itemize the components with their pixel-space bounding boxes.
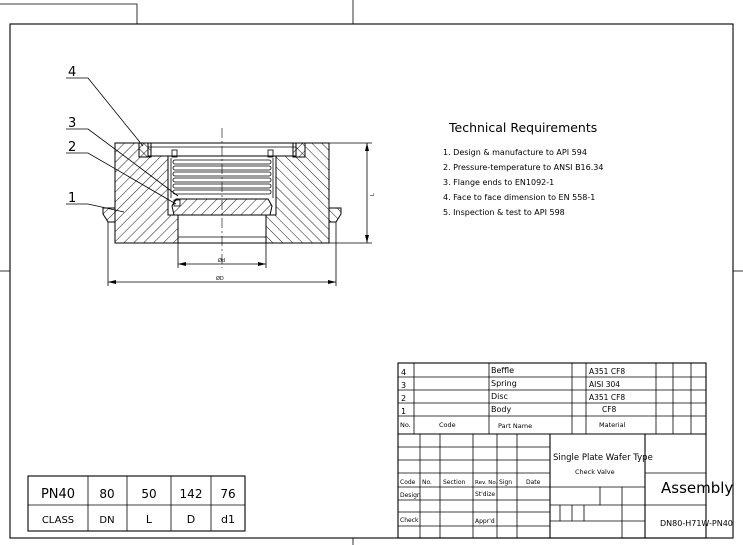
rev-header: No. <box>422 479 432 486</box>
spec-label: D <box>187 513 195 526</box>
drawing-number: DN80-H71W-PN40 <box>660 519 733 528</box>
product-name: Single Plate Wafer Type <box>553 453 653 463</box>
dim-d-label: Ød <box>218 257 225 264</box>
stdize-label: St'dize <box>475 491 495 498</box>
bom-header-material: Material <box>599 421 626 429</box>
apprd-label: Appr'd <box>475 518 495 525</box>
bom-material: CF8 <box>602 405 617 414</box>
disc-section <box>171 198 273 216</box>
product-subname: Check Valve <box>575 468 615 476</box>
title-block-grid <box>397 362 707 539</box>
dimension-lines <box>107 142 372 286</box>
bom-header-no: No. <box>400 421 411 429</box>
spec-table: PN40 80 50 142 76 CLASS DN L D d1 <box>41 487 236 526</box>
valve-section-view <box>66 77 372 286</box>
bom-no: 4 <box>401 368 406 377</box>
dimension-labels: L Ød ØD <box>216 193 376 282</box>
requirement-item: 3. Flange ends to EN1092-1 <box>443 178 554 187</box>
bom-part: Disc <box>491 392 508 401</box>
callout-4: 4 <box>68 65 76 80</box>
bom-no: 3 <box>401 381 406 390</box>
spec-value: 142 <box>180 487 203 501</box>
body-left-lip <box>102 207 116 223</box>
callout-3: 3 <box>68 116 76 131</box>
technical-requirements: Technical Requirements 1. Design & manuf… <box>443 120 603 217</box>
bom-no: 2 <box>401 394 406 403</box>
bill-of-materials: 4 Beffle A351 CF8 3 Spring AISI 304 2 Di… <box>400 366 626 430</box>
body-left-section <box>114 142 179 244</box>
rev-header: Sign <box>499 479 512 486</box>
body-right-section <box>265 142 330 244</box>
bom-header-code: Code <box>439 421 456 429</box>
leader-lines <box>66 77 179 213</box>
rev-header: Code <box>400 479 416 486</box>
requirement-item: 2. Pressure-temperature to ANSI B16.34 <box>443 163 603 172</box>
dim-D-label: ØD <box>216 275 224 282</box>
bom-material: A351 CF8 <box>589 367 625 376</box>
check-label: Check <box>400 517 419 524</box>
callout-1: 1 <box>68 191 76 206</box>
spring-coils <box>170 158 274 198</box>
spec-value: PN40 <box>41 487 75 502</box>
spec-value: 80 <box>99 487 114 501</box>
bom-material: A351 CF8 <box>589 393 625 402</box>
bom-no: 1 <box>401 407 406 416</box>
requirement-item: 5. Inspection & test to API 598 <box>443 208 565 217</box>
rev-header: Rev. No. <box>475 480 498 486</box>
body-right-lip <box>328 207 342 223</box>
spec-label: CLASS <box>42 515 74 526</box>
rev-header: Date <box>526 479 541 486</box>
spec-label: d1 <box>221 513 235 526</box>
spec-value: 76 <box>220 487 235 501</box>
spec-table-grid <box>27 475 246 532</box>
spec-label: DN <box>99 515 114 526</box>
baffle-right <box>292 142 306 158</box>
requirement-item: 1. Design & manufacture to API 594 <box>443 148 587 157</box>
rev-header: Section <box>443 479 465 486</box>
requirements-title: Technical Requirements <box>448 120 597 135</box>
part-callouts: 4 3 2 1 <box>68 65 76 206</box>
baffle-left <box>138 142 152 158</box>
bom-header-part: Part Name <box>498 422 532 430</box>
spec-value: 50 <box>141 487 156 501</box>
bom-part: Beffle <box>491 366 514 375</box>
assembly-label: Assembly <box>661 479 733 497</box>
bom-material: AISI 304 <box>589 380 620 389</box>
callout-2: 2 <box>68 140 76 155</box>
bom-part: Spring <box>491 379 517 388</box>
requirement-item: 4. Face to face dimension to EN 558-1 <box>443 193 595 202</box>
title-block: Single Plate Wafer Type Check Valve Asse… <box>400 453 733 528</box>
bom-part: Body <box>491 405 511 414</box>
dim-l-label: L <box>370 193 376 196</box>
design-label: Design <box>400 492 421 499</box>
spec-label: L <box>146 513 153 526</box>
